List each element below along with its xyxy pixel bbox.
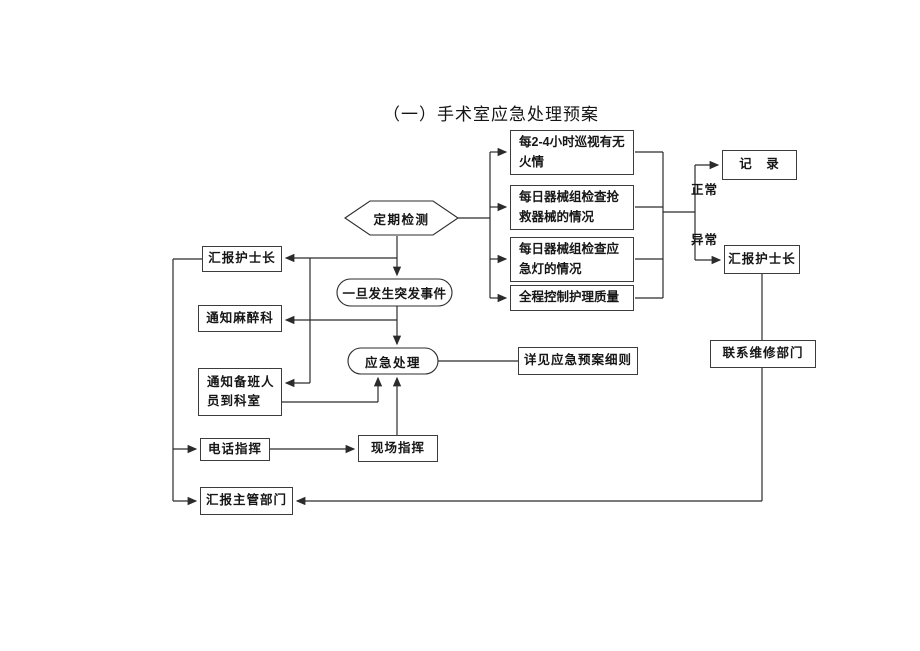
- node-check-fire: 每2-4小时巡视有无 火情: [510, 130, 634, 175]
- node-report-supervisor: 汇报主管部门: [200, 487, 293, 515]
- edge-label-normal: 正常: [691, 183, 719, 197]
- connector-lines: [172, 151, 763, 501]
- node-report-head-nurse-right: 汇报护士长: [724, 245, 800, 274]
- stadium-emergency-event-shape: [336, 278, 453, 307]
- node-report-head-nurse-left: 汇报护士长: [202, 246, 282, 272]
- node-contact-maintenance: 联系维修部门: [710, 340, 816, 368]
- node-check-emergency-light: 每日器械组检查应 急灯的情况: [510, 237, 634, 282]
- page-title: （一）手术室应急处理预案: [383, 105, 599, 124]
- node-site-command: 现场指挥: [358, 435, 438, 462]
- node-quality-control: 全程控制护理质量: [510, 285, 634, 311]
- node-phone-command: 电话指挥: [200, 438, 270, 461]
- edge-label-abnormal: 异常: [691, 233, 719, 247]
- node-notify-standby-staff: 通知备班人 员到科室: [198, 368, 282, 416]
- node-notify-anesthesia: 通知麻醉科: [198, 305, 282, 332]
- node-record: 记 录: [722, 150, 797, 180]
- node-check-rescue-equipment: 每日器械组检查抢 救器械的情况: [510, 185, 634, 230]
- node-see-plan-details: 详见应急预案细则: [518, 347, 638, 375]
- arrow-connectors: [173, 147, 762, 506]
- oval-emergency-handling-shape: [347, 347, 439, 375]
- hexagon-periodic-check-shape: [344, 200, 459, 236]
